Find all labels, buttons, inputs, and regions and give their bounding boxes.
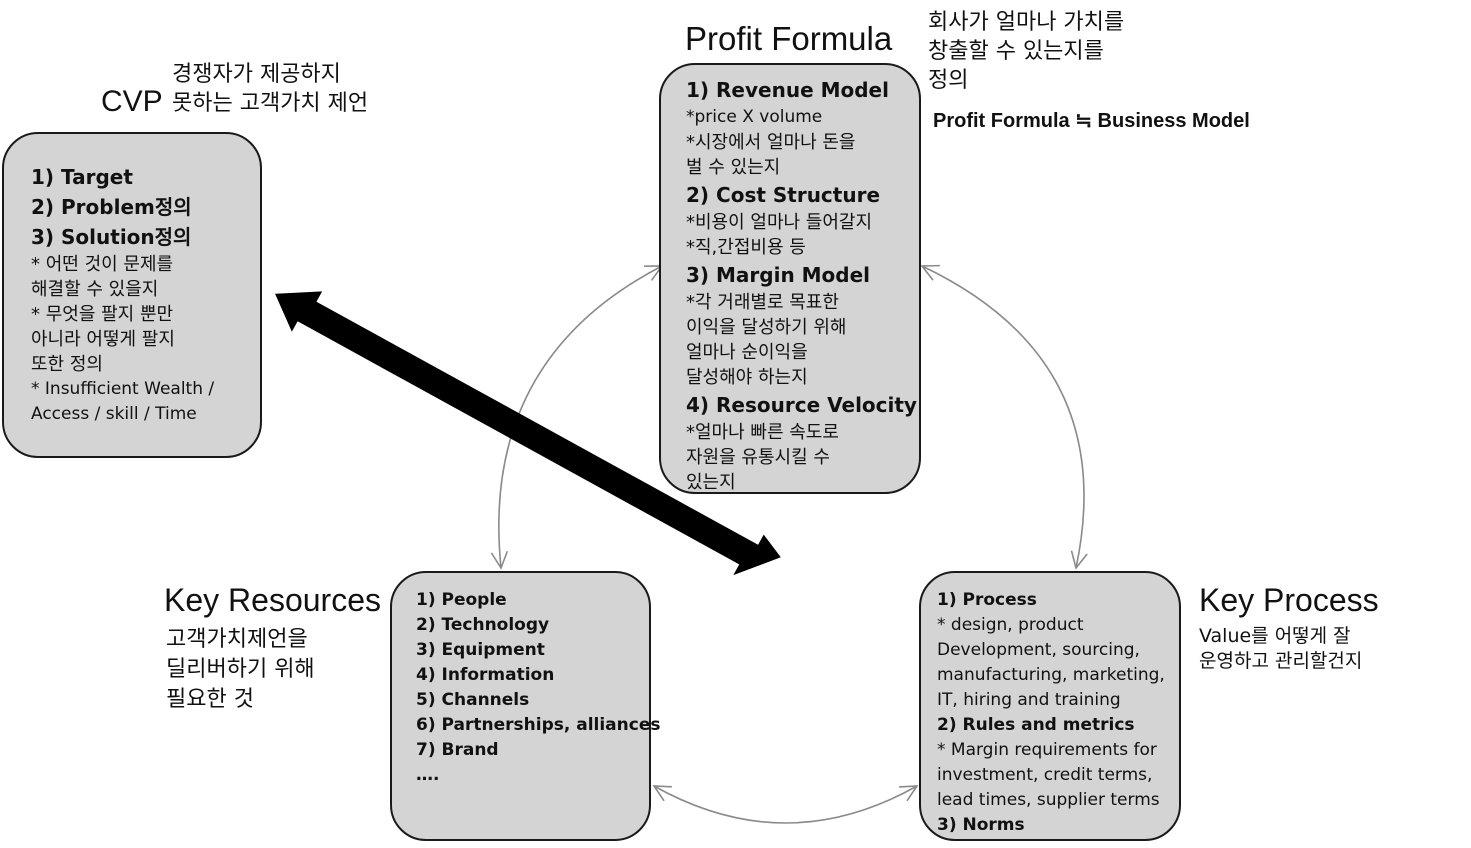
process-detail: investment, credit terms, [937,765,1153,785]
resources-item: 5) Channels [416,690,530,710]
cvp-detail: * Insufficient Wealth / [31,379,215,399]
profit-note: 회사가 얼마나 가치를 창출할 수 있는지를 정의 [928,8,1124,95]
profit-item: 4) Resource Velocity [686,393,917,417]
cvp-detail: Access / skill / Time [31,404,197,424]
profit-item: 2) Cost Structure [686,183,881,207]
cvp-item: 2) Problem정의 [31,195,192,219]
profit-detail: 얼마나 순이익을 [686,342,808,363]
cvp-note-line: 못하는 고객가치 제언 [172,91,369,116]
process-note: Value를 어떻게 잘 운영하고 관리할건지 [1199,624,1362,674]
profit-detail: 자원을 유통시킬 수 [686,447,830,468]
connector-profit-resources [490,265,664,570]
resources-note-line: 딜리버하기 위해 [166,657,315,682]
resources-note-line: 필요한 것 [166,687,254,712]
process-detail: manufacturing, marketing, [937,665,1165,685]
profit-detail: 벌 수 있는지 [686,157,781,178]
connector-profit-process [920,264,1088,570]
resources-item: 7) Brand [416,740,499,760]
process-item: 3) Norms [937,815,1025,835]
process-box: 1) Process * design, product Development… [919,571,1181,841]
cvp-detail: 또한 정의 [31,354,103,375]
cvp-box: 1) Target 2) Problem정의 3) Solution정의 * 어… [2,132,262,458]
profit-detail: *얼마나 빠른 속도로 [686,422,839,443]
profit-relation: Profit Formula ≒ Business Model [933,110,1250,132]
cvp-detail: * 어떤 것이 문제를 [31,254,174,275]
cvp-item: 3) Solution정의 [31,225,192,249]
big-double-arrow [275,291,781,576]
profit-box: 1) Revenue Model *price X volume *시장에서 얼… [659,63,921,494]
process-item: 2) Rules and metrics [937,715,1135,735]
cvp-note: 경쟁자가 제공하지 못하는 고객가치 제언 [172,60,368,118]
cvp-item: 1) Target [31,165,133,189]
cvp-detail: 해결할 수 있을지 [31,279,159,300]
cvp-title: CVP [101,85,163,118]
profit-detail: 달성해야 하는지 [686,367,808,388]
process-note-line: 운영하고 관리할건지 [1199,650,1363,672]
process-detail: lead times, supplier terms [937,790,1160,810]
profit-detail: *각 거래별로 목표한 [686,292,839,313]
process-title: Key Process [1199,582,1379,618]
resources-title: Key Resources [164,582,381,618]
process-detail: * design, product [937,615,1084,635]
profit-detail: *비용이 얼마나 들어갈지 [686,212,873,233]
resources-item: 1) People [416,590,507,610]
cvp-detail: 아니라 어떻게 팔지 [31,329,175,350]
process-detail: IT, hiring and training [937,690,1121,710]
process-detail: * Margin requirements for [937,740,1157,760]
cvp-note-line: 경쟁자가 제공하지 [172,62,341,87]
profit-detail: *price X volume [686,107,823,127]
profit-detail: 있는지 [686,472,736,493]
resources-note: 고객가치제언을 딜리버하기 위해 필요한 것 [166,625,315,715]
profit-detail: *시장에서 얼마나 돈을 [686,132,856,153]
profit-detail: 이익을 달성하기 위해 [686,317,847,338]
profit-item: 3) Margin Model [686,263,871,287]
cvp-detail: * 무엇을 팔지 뿐만 [31,304,174,325]
process-item: 1) Process [937,590,1037,610]
resources-note-line: 고객가치제언을 [166,627,308,652]
resources-box: 1) People 2) Technology 3) Equipment 4) … [390,571,661,841]
profit-note-line: 창출할 수 있는지를 [928,39,1104,64]
process-detail: Development, sourcing, [937,640,1140,660]
process-note-line: Value를 어떻게 잘 [1199,625,1351,647]
resources-item: …. [416,765,440,785]
resources-item: 3) Equipment [416,640,545,660]
profit-note-line: 회사가 얼마나 가치를 [928,10,1125,35]
profit-detail: *직,간접비용 등 [686,237,806,258]
resources-item: 2) Technology [416,615,550,635]
profit-item: 1) Revenue Model [686,78,889,102]
profit-title: Profit Formula [685,20,893,57]
profit-note-line: 정의 [928,68,969,93]
resources-item: 4) Information [416,665,555,685]
resources-item: 6) Partnerships, alliances [416,715,661,735]
connector-resources-process [652,785,919,824]
